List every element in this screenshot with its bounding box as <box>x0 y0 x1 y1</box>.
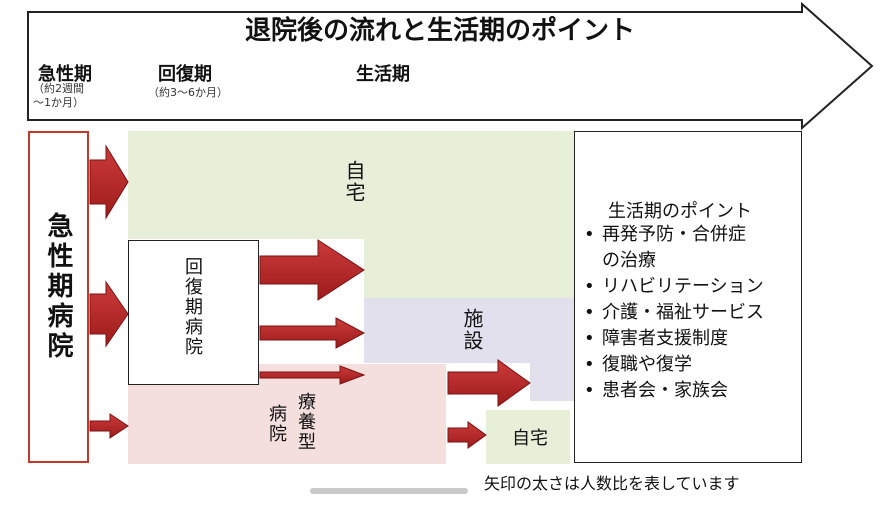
recovery-hospital-box <box>128 240 259 385</box>
home-bottom-region <box>486 410 570 464</box>
acute-hospital-box <box>28 131 89 463</box>
arrow-acute-to-recovery <box>89 280 129 348</box>
points-title: 生活期のポイント <box>608 201 752 222</box>
horizontal-scrollbar[interactable] <box>310 488 468 494</box>
phase-recovery-note: （約3〜6か月） <box>148 86 228 99</box>
arrow-longterm-to-home <box>447 421 487 449</box>
facility-label: 施設 <box>460 308 484 352</box>
phase-acute-label: 急性期 <box>38 64 92 85</box>
page-title: 退院後の流れと生活期のポイント <box>244 16 635 46</box>
point-item: 障害者支援制度 <box>580 326 800 352</box>
point-item: 患者会・家族会 <box>580 378 800 404</box>
points-list: 再発予防・合併症 の治療 リハビリテーション 介護・福祉サービス 障害者支援制度… <box>580 222 800 404</box>
facility-region <box>364 298 574 363</box>
facility-region-lower <box>530 363 574 401</box>
phase-recovery-label: 回復期 <box>158 64 212 85</box>
point-item: 復職や復学 <box>580 352 800 378</box>
recovery-hospital-label: 回復期病院 <box>182 257 203 357</box>
arrow-acute-to-home <box>89 144 129 220</box>
arrow-longterm-to-facility <box>447 359 531 407</box>
point-item: 再発予防・合併症 の治療 <box>580 222 800 274</box>
arrow-acute-to-longterm <box>89 413 129 439</box>
arrow-recovery-to-facility <box>259 317 366 349</box>
acute-hospital-label: 急性期病院 <box>43 212 73 362</box>
home-top-label: 自宅 <box>342 160 366 204</box>
arrow-recovery-to-longterm <box>259 365 366 385</box>
longterm-label-a: 療養型 <box>295 392 316 452</box>
timeline-arrow <box>27 1 874 131</box>
home-bottom-label: 自宅 <box>512 428 548 449</box>
arrow-recovery-to-home <box>259 239 365 301</box>
point-item: リハビリテーション <box>580 274 800 300</box>
longterm-label-b: 病院 <box>266 404 287 444</box>
phase-acute-note: （約2週間 〜1か月） <box>33 82 84 109</box>
footnote: 矢印の太さは人数比を表しています <box>484 474 740 493</box>
point-item: 介護・福祉サービス <box>580 300 800 326</box>
phase-life-label: 生活期 <box>356 64 410 85</box>
